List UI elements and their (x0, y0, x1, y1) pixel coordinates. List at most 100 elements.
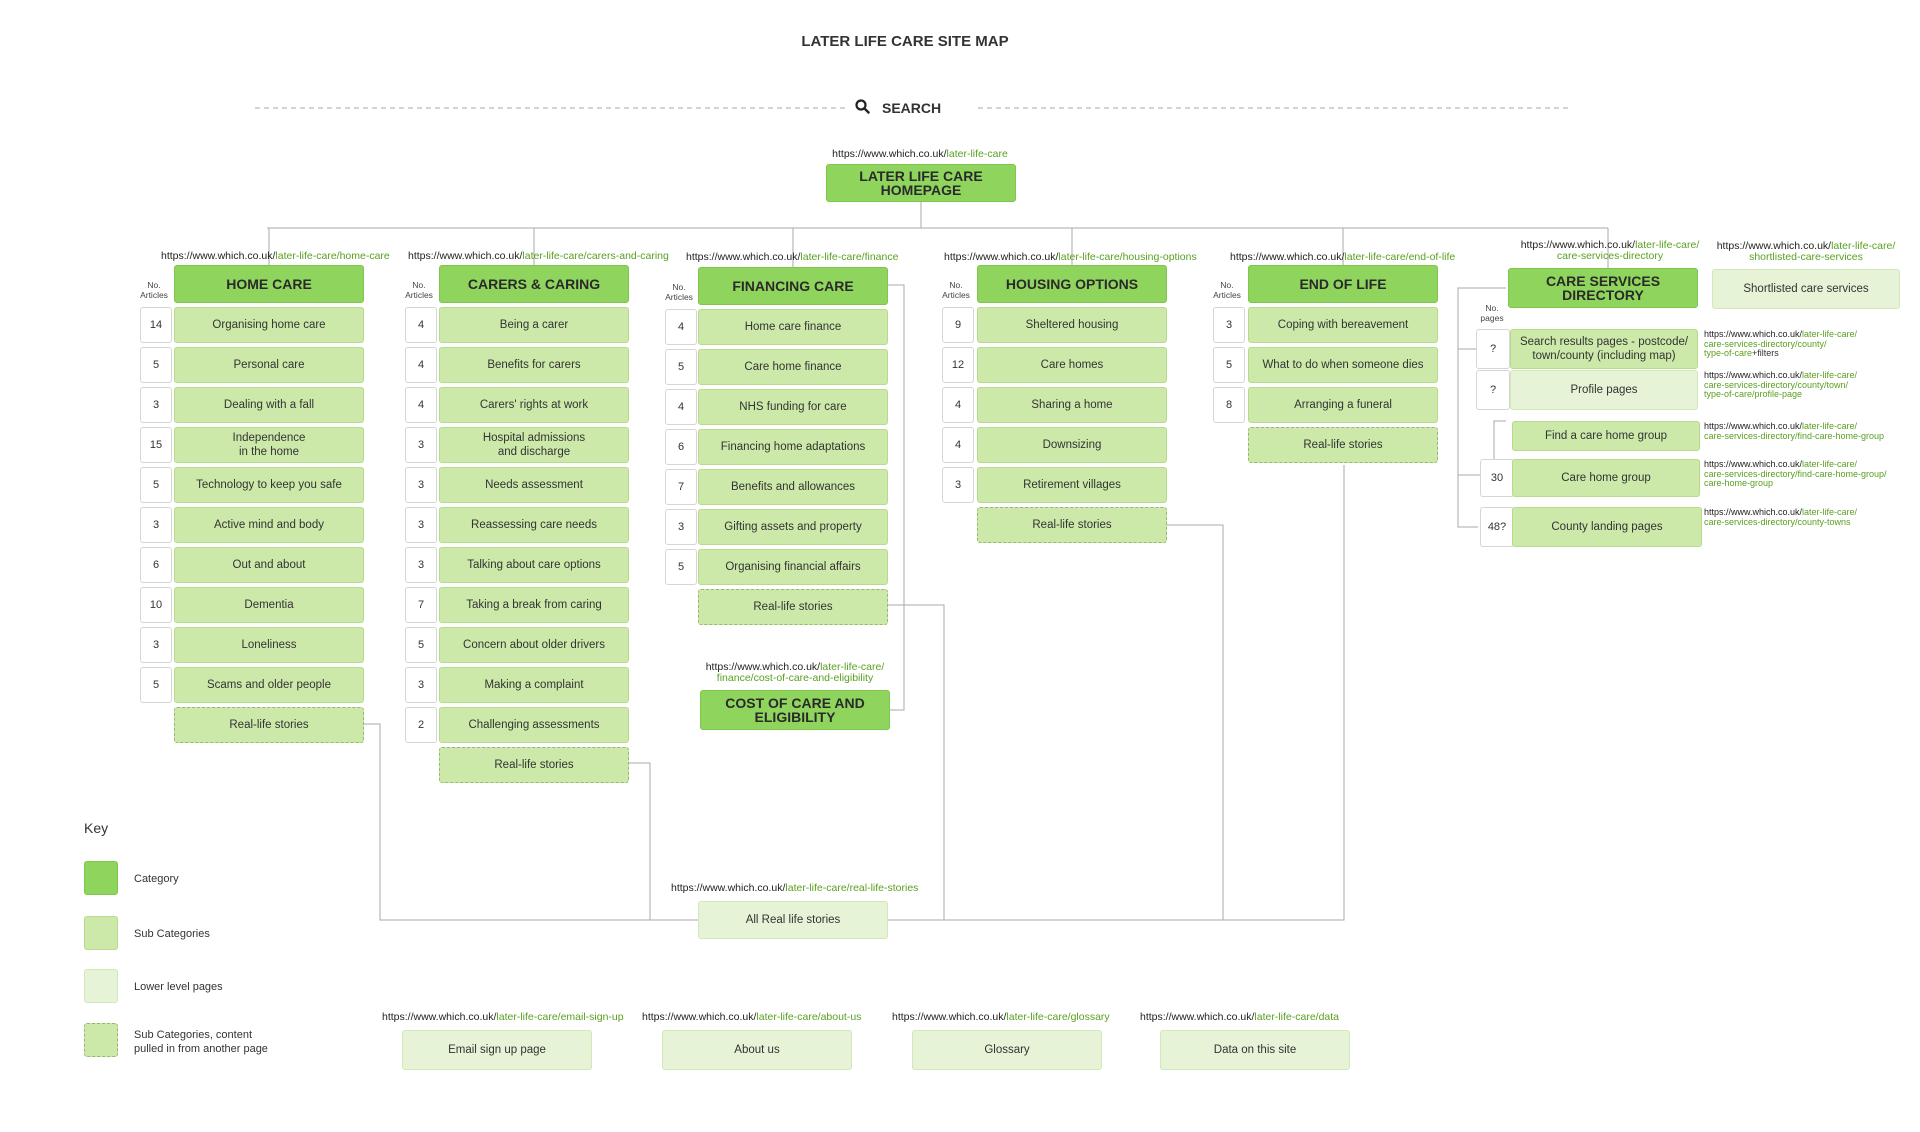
category-financing-care[interactable]: FINANCING CARE (698, 267, 888, 305)
url-care-services-item[interactable]: https://www.which.co.uk/later-life-care/… (1704, 329, 1858, 358)
url-care-services-item[interactable]: https://www.which.co.uk/later-life-care/… (1704, 370, 1858, 399)
url-footer[interactable]: https://www.which.co.uk/later-life-care/… (382, 1011, 624, 1023)
care-services-item[interactable]: Profile pages (1510, 370, 1698, 410)
all-real-life-stories[interactable]: All Real life stories (698, 901, 888, 939)
subcategory-item[interactable]: Personal care (174, 347, 364, 383)
subcategory-item[interactable]: Retirement villages (977, 467, 1167, 503)
url-shortlisted[interactable]: https://www.which.co.uk/later-life-care/… (1716, 240, 1896, 263)
subcategory-item[interactable]: Sharing a home (977, 387, 1167, 423)
url-footer[interactable]: https://www.which.co.uk/later-life-care/… (892, 1011, 1110, 1023)
category-home-care[interactable]: HOME CARE (174, 265, 364, 303)
subcategory-item[interactable]: Gifting assets and property (698, 509, 888, 545)
subcategory-item[interactable]: Benefits and allowances (698, 469, 888, 505)
url-care-services-item[interactable]: https://www.which.co.uk/later-life-care/… (1704, 421, 1885, 441)
subcategory-item[interactable]: Coping with bereavement (1248, 307, 1438, 343)
subcategory-item[interactable]: Out and about (174, 547, 364, 583)
subcategory-item[interactable]: Carers' rights at work (439, 387, 629, 423)
article-count: 4 (405, 387, 437, 423)
subcategory-item[interactable]: Challenging assessments (439, 707, 629, 743)
url-footer[interactable]: https://www.which.co.uk/later-life-care/… (642, 1011, 862, 1023)
subcategory-item[interactable]: Care home finance (698, 349, 888, 385)
care-services-item[interactable]: Care home group (1512, 459, 1700, 497)
category-care-services-directory[interactable]: CARE SERVICES DIRECTORY (1508, 268, 1698, 308)
category-end-of-life[interactable]: END OF LIFE (1248, 265, 1438, 303)
url-home-care[interactable]: https://www.which.co.uk/later-life-care/… (161, 250, 390, 262)
footer-page[interactable]: About us (662, 1030, 852, 1070)
subcategory-item[interactable]: Taking a break from caring (439, 587, 629, 623)
subcategory-item[interactable]: What to do when someone dies (1248, 347, 1438, 383)
url-financing-care[interactable]: https://www.which.co.uk/later-life-care/… (686, 251, 899, 263)
search-button[interactable]: SEARCH (855, 97, 990, 119)
subcategory-item[interactable]: Sheltered housing (977, 307, 1167, 343)
subcategory-item[interactable]: Dementia (174, 587, 364, 623)
subcategory-item[interactable]: Scams and older people (174, 667, 364, 703)
article-count: 4 (665, 309, 697, 345)
subcategory-item[interactable]: Technology to keep you safe (174, 467, 364, 503)
article-count: 3 (942, 467, 974, 503)
subcategory-item[interactable]: Home care finance (698, 309, 888, 345)
search-icon (855, 99, 870, 117)
no-articles-header: No.Articles (1213, 280, 1241, 300)
footer-page[interactable]: Data on this site (1160, 1030, 1350, 1070)
subcategory-item[interactable]: Reassessing care needs (439, 507, 629, 543)
category-carers-caring[interactable]: CARERS & CARING (439, 265, 629, 303)
article-count: 5 (140, 667, 172, 703)
subcategory-item[interactable]: Talking about care options (439, 547, 629, 583)
care-services-item[interactable]: County landing pages (1512, 507, 1702, 547)
subcategory-item[interactable]: Organising financial affairs (698, 549, 888, 585)
subcategory-item[interactable]: Organising home care (174, 307, 364, 343)
page-count: 30 (1480, 459, 1514, 497)
url-cost-of-care[interactable]: https://www.which.co.uk/later-life-care/… (705, 661, 885, 684)
url-care-services-directory[interactable]: https://www.which.co.uk/later-life-care/… (1520, 239, 1700, 262)
subcategory-item[interactable]: Downsizing (977, 427, 1167, 463)
url-housing-options[interactable]: https://www.which.co.uk/later-life-care/… (944, 251, 1197, 263)
category-housing-options[interactable]: HOUSING OPTIONS (977, 265, 1167, 303)
real-life-stories-carers-caring[interactable]: Real-life stories (439, 747, 629, 783)
real-life-stories-financing-care[interactable]: Real-life stories (698, 589, 888, 625)
subcategory-item[interactable]: Loneliness (174, 627, 364, 663)
real-life-stories-end-of-life[interactable]: Real-life stories (1248, 427, 1438, 463)
article-count: 2 (405, 707, 437, 743)
shortlisted-care-services[interactable]: Shortlisted care services (1712, 269, 1900, 309)
subcategory-item[interactable]: Arranging a funeral (1248, 387, 1438, 423)
subcategory-item[interactable]: Dealing with a fall (174, 387, 364, 423)
page-count: ? (1476, 370, 1510, 410)
subcategory-item[interactable]: Care homes (977, 347, 1167, 383)
care-services-item[interactable]: Search results pages - postcode/town/cou… (1510, 329, 1698, 369)
connector-line (628, 762, 651, 920)
real-life-stories-housing-options[interactable]: Real-life stories (977, 507, 1167, 543)
subcategory-item[interactable]: Active mind and body (174, 507, 364, 543)
footer-page[interactable]: Email sign up page (402, 1030, 592, 1070)
connector-line (944, 524, 1224, 921)
url-all-real-life-stories[interactable]: https://www.which.co.uk/later-life-care/… (671, 882, 919, 894)
key-swatch-low (84, 969, 118, 1003)
real-life-stories-home-care[interactable]: Real-life stories (174, 707, 364, 743)
subcategory-item[interactable]: Concern about older drivers (439, 627, 629, 663)
page-count: ? (1476, 329, 1510, 369)
footer-page[interactable]: Glossary (912, 1030, 1102, 1070)
url-end-of-life[interactable]: https://www.which.co.uk/later-life-care/… (1230, 251, 1456, 263)
subcategory-item[interactable]: Benefits for carers (439, 347, 629, 383)
article-count: 3 (665, 509, 697, 545)
subcategory-item[interactable]: Making a complaint (439, 667, 629, 703)
article-count: 3 (405, 467, 437, 503)
subcategory-item[interactable]: NHS funding for care (698, 389, 888, 425)
care-services-item[interactable]: Find a care home group (1512, 421, 1700, 451)
article-count: 3 (405, 507, 437, 543)
homepage-url[interactable]: https://www.which.co.uk/later-life-care (832, 148, 1008, 160)
key-swatch-dash (84, 1023, 118, 1057)
url-footer[interactable]: https://www.which.co.uk/later-life-care/… (1140, 1011, 1340, 1023)
url-care-services-item[interactable]: https://www.which.co.uk/later-life-care/… (1704, 459, 1887, 488)
subcategory-item[interactable]: Being a carer (439, 307, 629, 343)
url-care-services-item[interactable]: https://www.which.co.uk/later-life-care/… (1704, 507, 1858, 527)
subcategory-item[interactable]: Needs assessment (439, 467, 629, 503)
url-carers-caring[interactable]: https://www.which.co.uk/later-life-care/… (408, 250, 669, 262)
article-count: 7 (665, 469, 697, 505)
subcategory-item[interactable]: Financing home adaptations (698, 429, 888, 465)
article-count: 8 (1213, 387, 1245, 423)
